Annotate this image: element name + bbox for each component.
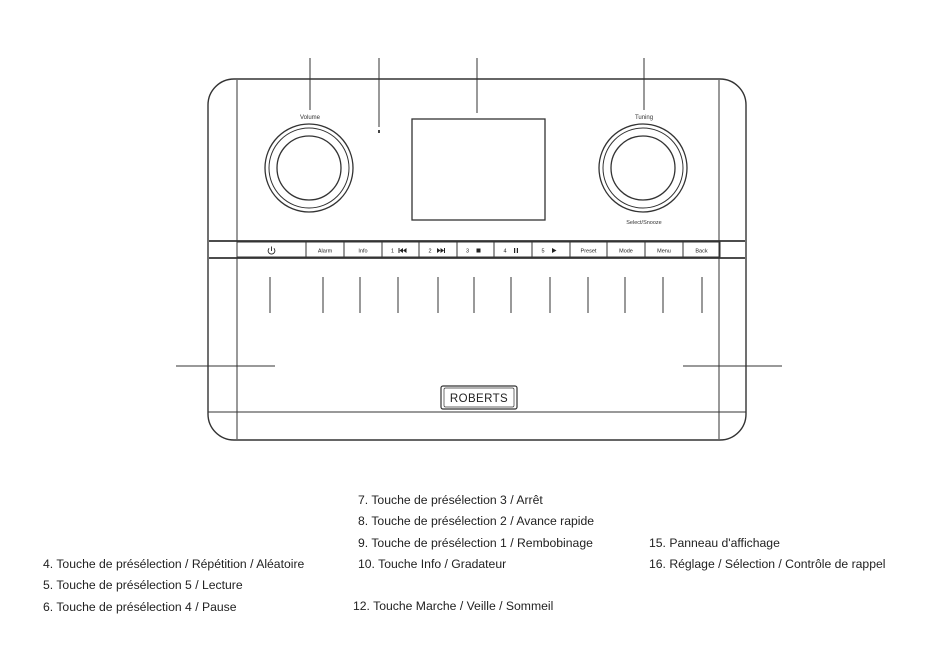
button-label: Mode <box>619 249 633 255</box>
tuning-label: Tuning <box>635 115 653 121</box>
button-preset[interactable]: Preset <box>570 242 607 257</box>
fast-forward-icon <box>437 248 445 253</box>
legend-item-9: 9. Touche de présélection 1 / Rembobinag… <box>358 535 593 550</box>
button-2[interactable]: 2 <box>419 242 457 257</box>
legend-item-4: 4. Touche de présélection / Répétition /… <box>43 557 305 571</box>
sensor-dot <box>378 130 380 133</box>
button-back[interactable]: Back <box>683 242 720 257</box>
rewind-icon <box>398 248 407 253</box>
legend-item-5: 5. Touche de présélection 5 / Lecture <box>43 578 243 593</box>
volume-knob[interactable] <box>264 123 354 213</box>
button-mode[interactable]: Mode <box>607 242 645 257</box>
button-label: Info <box>358 249 367 255</box>
button-label: Back <box>695 249 707 255</box>
logo-text: ROBERTS <box>450 393 508 405</box>
button-number: 1 <box>391 249 394 255</box>
button-number: 4 <box>503 249 506 255</box>
legend-item-10: 10. Touche Info / Gradateur <box>358 556 507 571</box>
radio-diagram: Volume Tuning Select/Snooze ROBERTS Alar… <box>176 58 782 441</box>
button-3[interactable]: 3 <box>457 242 494 257</box>
roberts-logo: ROBERTS <box>440 385 518 410</box>
legend-item-6: 6. Touche de présélection 4 / Pause <box>43 599 237 614</box>
legend-item-8: 8. Touche de présélection 2 / Avance rap… <box>358 514 595 529</box>
button-row: Alarm Info 1 2 3 4 5 Preset Mode Menu Back <box>236 241 721 258</box>
pause-icon <box>514 248 518 253</box>
play-icon <box>552 248 557 253</box>
button-alarm[interactable]: Alarm <box>306 242 344 257</box>
stop-icon <box>476 248 481 253</box>
legend-item-16: 16. Réglage / Sélection / Contrôle de ra… <box>649 557 886 572</box>
button-1[interactable]: 1 <box>382 242 419 257</box>
button-5[interactable]: 5 <box>532 242 570 257</box>
power-icon <box>267 246 276 255</box>
button-power[interactable] <box>237 242 306 257</box>
button-number: 3 <box>466 249 469 255</box>
select-snooze-label: Select/Snooze <box>626 220 661 226</box>
legend-column-3: 15. Panneau d'affichage 16. Réglage / Sé… <box>649 537 885 580</box>
button-info[interactable]: Info <box>344 242 382 257</box>
button-label: Alarm <box>318 249 333 255</box>
callout-lines <box>176 58 782 367</box>
button-4[interactable]: 4 <box>494 242 532 257</box>
button-number: 2 <box>428 249 431 255</box>
legend-column-1: 4. Touche de présélection / Répétition /… <box>43 558 304 622</box>
button-label: Preset <box>581 249 597 255</box>
display-panel <box>411 118 546 221</box>
legend-column-2: 7. Touche de présélection 3 / Arrêt 8. T… <box>358 494 594 579</box>
tuning-knob[interactable] <box>598 123 688 213</box>
button-menu[interactable]: Menu <box>645 242 683 257</box>
button-label: Menu <box>657 249 671 255</box>
legend-item-7: 7. Touche de présélection 3 / Arrêt <box>358 493 543 507</box>
volume-label: Volume <box>300 115 321 121</box>
legend-item-15: 15. Panneau d'affichage <box>649 536 780 550</box>
legend-item-12: 12. Touche Marche / Veille / Sommeil <box>353 599 554 613</box>
button-number: 5 <box>541 249 544 255</box>
